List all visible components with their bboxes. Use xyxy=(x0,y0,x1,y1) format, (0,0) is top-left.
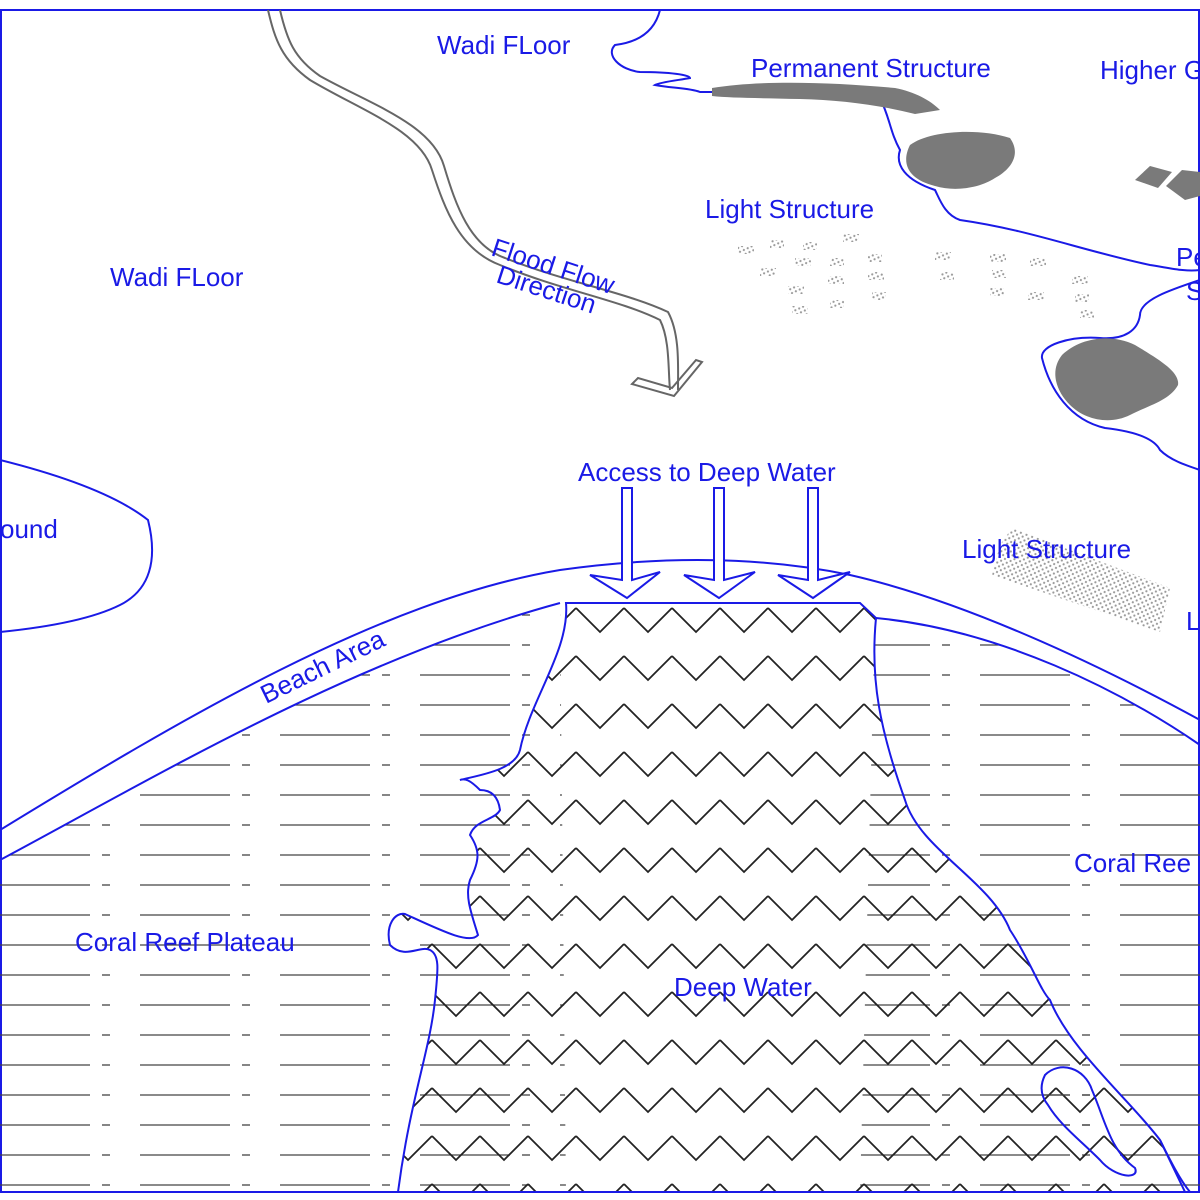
label-light-structure-top: Light Structure xyxy=(705,194,874,224)
higher-ground-right-outline xyxy=(610,9,1200,272)
label-light-structure-edge: L xyxy=(1186,606,1200,636)
access-arrow-1 xyxy=(589,487,661,600)
beach-outer-edge xyxy=(0,559,1200,831)
permanent-structure-small-2 xyxy=(1166,170,1200,200)
deep-water-edge-right xyxy=(1159,1139,1191,1193)
label-permanent-structure-right-1: Pe xyxy=(1176,242,1200,272)
permanent-structure-block xyxy=(906,131,1015,189)
permanent-structure-small-1 xyxy=(1135,166,1172,188)
label-light-structure-right: Light Structure xyxy=(962,534,1131,564)
coral-reef-plateau-left xyxy=(0,603,566,1192)
light-structure-block-right xyxy=(992,528,1170,632)
label-permanent-structure-top: Permanent Structure xyxy=(751,53,991,83)
label-higher-ground-left: ound xyxy=(0,514,58,544)
label-deep-water: Deep Water xyxy=(674,972,812,1002)
permanent-structure-strip xyxy=(712,82,940,114)
reef-pocket xyxy=(1040,1066,1137,1177)
access-arrow-3 xyxy=(777,487,851,600)
higher-ground-left-outline xyxy=(0,459,154,633)
label-access-to-deep-water: Access to Deep Water xyxy=(578,457,836,487)
label-higher-ground-right: Higher G xyxy=(1100,55,1200,85)
beach-inner-edge xyxy=(0,602,1200,861)
permanent-structure-lower xyxy=(1055,338,1179,421)
label-coral-reef-plateau: Coral Reef Plateau xyxy=(75,927,295,957)
label-wadi-floor-left: Wadi FLoor xyxy=(110,262,244,292)
label-permanent-structure-right-2: S xyxy=(1186,276,1200,306)
light-structure-cluster-top xyxy=(738,234,1094,318)
label-coral-reef-right: Coral Ree xyxy=(1074,848,1191,878)
flood-flow-arrow xyxy=(267,9,704,398)
deep-water-channel xyxy=(387,602,1187,1193)
higher-ground-right-lower-outline xyxy=(1041,279,1200,471)
label-wadi-floor-top: Wadi FLoor xyxy=(437,30,571,60)
access-arrow-2 xyxy=(683,487,756,600)
